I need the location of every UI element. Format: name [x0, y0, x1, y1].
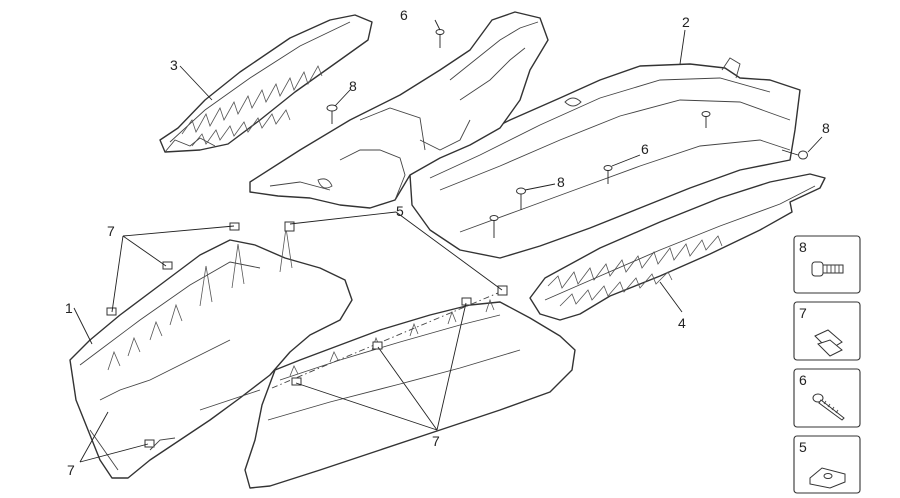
- callout-6-top: 6: [400, 7, 408, 23]
- legend-item-6: 6: [793, 368, 861, 428]
- legend-number: 5: [799, 439, 807, 455]
- spring-nut-icon: [809, 467, 846, 489]
- clip-nut-icon: [106, 307, 117, 316]
- fasteners: [326, 29, 808, 238]
- callout-numbers: 1 2 3 4 5 6 6 7 7 7 8 8 8: [65, 7, 830, 478]
- clip-nut-icon: [461, 297, 472, 306]
- clip-nuts: [106, 221, 508, 448]
- callout-8-center: 8: [557, 174, 565, 190]
- screw-icon: [489, 215, 499, 238]
- screw-icon: [603, 165, 613, 184]
- callout-7-lower-right: 7: [432, 433, 440, 449]
- legend-number: 8: [799, 239, 807, 255]
- self-tapping-screw-icon: [812, 393, 845, 421]
- screw-icon: [435, 29, 445, 48]
- central-frame: [249, 11, 549, 209]
- legend-item-7: 7: [793, 301, 861, 361]
- part-3-ribbed-panel: [159, 14, 373, 153]
- screw-icon: [701, 111, 711, 128]
- screw-icon: [811, 261, 844, 277]
- clip-nut-icon: [814, 329, 843, 357]
- screw-icon: [516, 187, 526, 210]
- screw-icon: [781, 149, 808, 160]
- legend-item-5: 5: [793, 435, 861, 494]
- legend-item-8: 8: [793, 235, 861, 294]
- hardware-legend: 8 7 6: [793, 235, 861, 494]
- screw-icon: [326, 104, 338, 124]
- callout-5: 5: [396, 203, 404, 219]
- clip-nut-icon: [144, 439, 155, 448]
- spring-nut-icon: [497, 285, 508, 296]
- callout-1: 1: [65, 300, 73, 316]
- spring-nut-icon: [284, 221, 295, 232]
- clip-nut-icon: [162, 261, 173, 270]
- callout-3: 3: [170, 57, 178, 73]
- callout-2: 2: [682, 14, 690, 30]
- callout-6-right: 6: [641, 141, 649, 157]
- part-4-ribbed-panel: [529, 173, 826, 321]
- callout-7-upper: 7: [107, 223, 115, 239]
- leader-lines: [73, 19, 823, 463]
- callout-4: 4: [678, 315, 686, 331]
- alignment-line: [271, 289, 506, 389]
- clip-nut-icon: [372, 341, 383, 350]
- legend-number: 7: [799, 305, 807, 321]
- callout-8-right: 8: [822, 120, 830, 136]
- callout-8-left: 8: [349, 78, 357, 94]
- right-lower-fairing: [244, 298, 576, 489]
- legend-number: 6: [799, 372, 807, 388]
- callout-7-lower-left: 7: [67, 462, 75, 478]
- clip-nut-icon: [291, 377, 302, 386]
